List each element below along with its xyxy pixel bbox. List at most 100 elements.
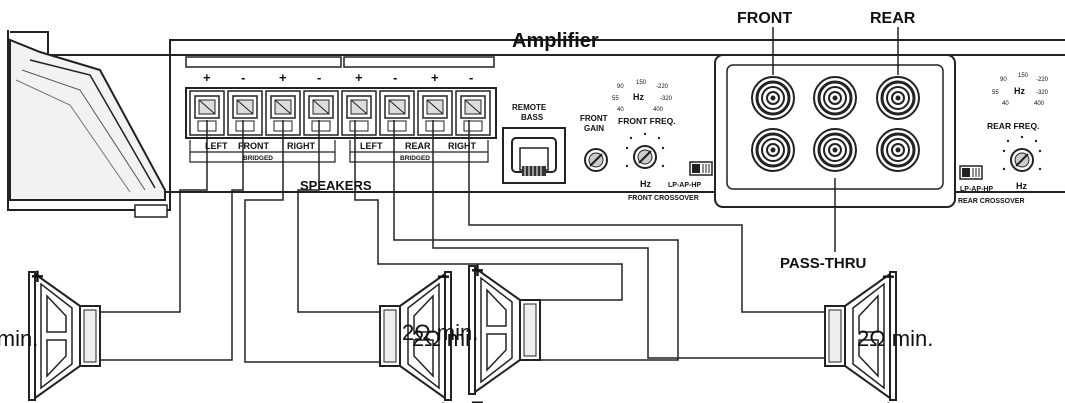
amplifier-label: Amplifier: [512, 30, 599, 52]
rear-freq-knob-icon: [1002, 135, 1042, 172]
rear-crossover-hz: Hz: [1016, 181, 1027, 191]
speaker-top-sign: +: [31, 264, 44, 289]
terminal-polarity-8: -: [469, 70, 473, 85]
rear-freq-title: REAR FREQ.: [987, 121, 1039, 131]
rear-freq-scale-40: 40: [1002, 101, 1009, 107]
wire-front-right-negative: [297, 120, 380, 313]
speakers: +−2Ω min.−+2Ω min.+−2Ω min.−+2Ω min.: [0, 258, 933, 403]
speaker-impedance-label: 2Ω min.: [857, 326, 933, 351]
rear-freq-scale-90: 90: [1000, 77, 1007, 83]
speaker-magnet-icon: [824, 305, 846, 367]
front-freq-scale-400: 400: [653, 107, 664, 113]
side-bracket: [9, 38, 168, 218]
wire-rear-right-negative: [468, 120, 825, 313]
front-rca-label: FRONT: [737, 10, 792, 27]
pass-thru-label: PASS-THRU: [780, 255, 866, 272]
terminal-polarity-signs: +-+-+-+-: [203, 70, 473, 85]
wire-rear-left-negative: [393, 120, 679, 361]
rear-crossover-section: LP-AP-HP REAR CROSSOVER: [958, 165, 1025, 205]
wire-rear-right-positive: [432, 120, 825, 359]
speaker-cone-icon: [399, 271, 452, 401]
front-freq-hz: Hz: [633, 92, 644, 102]
wire-rear-left-positive: [354, 120, 623, 301]
front-freq-scale-220: -220: [656, 84, 669, 90]
speaker-terminal-8: [455, 90, 491, 136]
front-freq-scale-90: 90: [617, 84, 624, 90]
front-gain-section: FRONT GAIN: [580, 114, 608, 172]
front-gain-label-1: FRONT: [580, 114, 608, 123]
front-freq-scale-55: 55: [612, 96, 619, 102]
speaker-top-sign: −: [437, 264, 450, 289]
speaker-terminal-4: [303, 90, 339, 136]
remote-bass-label-1: REMOTE: [512, 103, 547, 112]
terminal-polarity-2: -: [241, 70, 245, 85]
speaker-4: − +2Ω min.: [824, 264, 933, 403]
front-freq-title: FRONT FREQ.: [618, 116, 676, 126]
speaker-2: − +2Ω min.: [379, 264, 488, 403]
speaker-1: + − 2Ω min.: [0, 264, 101, 403]
speaker-magnet-icon: [519, 299, 541, 361]
front-gain-knob-icon: [584, 148, 608, 172]
terminal-group-brackets: [189, 140, 489, 163]
terminal-polarity-7: +: [431, 70, 439, 85]
speaker-bottom-sign: +: [437, 396, 450, 403]
speaker-magnet-icon: [379, 305, 401, 367]
rear-rca-label: REAR: [870, 10, 916, 27]
speaker-terminal-block: [185, 87, 497, 139]
front-crossover-switch-icon: [689, 161, 713, 176]
rear-left-label: LEFT: [360, 141, 383, 151]
front-freq-scale-150: 150: [636, 80, 647, 86]
rca-jack-icon: [876, 128, 920, 172]
front-crossover-mode: LP-AP-HP: [668, 182, 701, 189]
front-freq-scale-320: -320: [660, 96, 673, 102]
speaker-bottom-sign: −: [31, 396, 44, 403]
speaker-top-sign: +: [471, 258, 484, 283]
front-freq-knob-icon: [625, 132, 665, 169]
rca-jack-icon: [876, 76, 920, 120]
rj-jack-icon: [511, 137, 557, 176]
rca-jack-icon: [813, 128, 857, 172]
terminal-top-bar: [185, 56, 495, 68]
terminal-polarity-6: -: [393, 70, 397, 85]
rear-crossover-switch-icon: [959, 165, 983, 180]
speaker-bottom-sign: +: [882, 396, 895, 403]
rear-freq-section: 150 90 -220 55 Hz -320 40 400 REAR FREQ.…: [987, 73, 1049, 191]
front-right-label: RIGHT: [287, 141, 316, 151]
rear-crossover-mode: LP-AP-HP: [960, 186, 993, 193]
rca-jacks: [751, 76, 920, 172]
wire-front-right-positive: [244, 120, 380, 363]
rear-crossover-label: REAR CROSSOVER: [958, 198, 1025, 205]
front-crossover-section: LP-AP-HP FRONT CROSSOVER: [628, 161, 713, 202]
speaker-terminal-2: [227, 90, 263, 136]
speaker-magnet-icon: [79, 305, 101, 367]
rca-jack-icon: [751, 128, 795, 172]
speaker-terminal-7: [417, 90, 453, 136]
speaker-3: +−2Ω min.: [402, 258, 541, 403]
front-freq-section: 150 90 -220 55 Hz -320 40 400 FRONT FREQ…: [612, 80, 676, 189]
speaker-impedance-label: 2Ω min.: [402, 320, 478, 345]
remote-bass-label-2: BASS: [521, 113, 544, 122]
rear-freq-scale-320: -320: [1036, 90, 1049, 96]
front-left-label: LEFT: [205, 141, 228, 151]
speaker-terminal-6: [379, 90, 415, 136]
speaker-wires: [100, 120, 825, 363]
rca-jack-icon: [813, 76, 857, 120]
terminal-polarity-5: +: [355, 70, 363, 85]
rca-jack-icon: [751, 76, 795, 120]
remote-bass-section: REMOTE BASS: [502, 103, 566, 184]
speaker-cone-icon: [28, 271, 81, 401]
wire-front-left-positive: [100, 120, 208, 313]
rear-bridged-label: BRIDGED: [400, 155, 430, 162]
rear-label: REAR: [405, 141, 431, 151]
speaker-top-sign: −: [882, 264, 895, 289]
speaker-bottom-sign: −: [471, 390, 484, 403]
speaker-impedance-label: 2Ω min.: [0, 326, 38, 351]
terminal-polarity-3: +: [279, 70, 287, 85]
rear-freq-scale-55: 55: [992, 90, 999, 96]
rear-right-label: RIGHT: [448, 141, 477, 151]
speaker-cone-icon: [844, 271, 897, 401]
front-label: FRONT: [238, 141, 269, 151]
terminal-polarity-4: -: [317, 70, 321, 85]
